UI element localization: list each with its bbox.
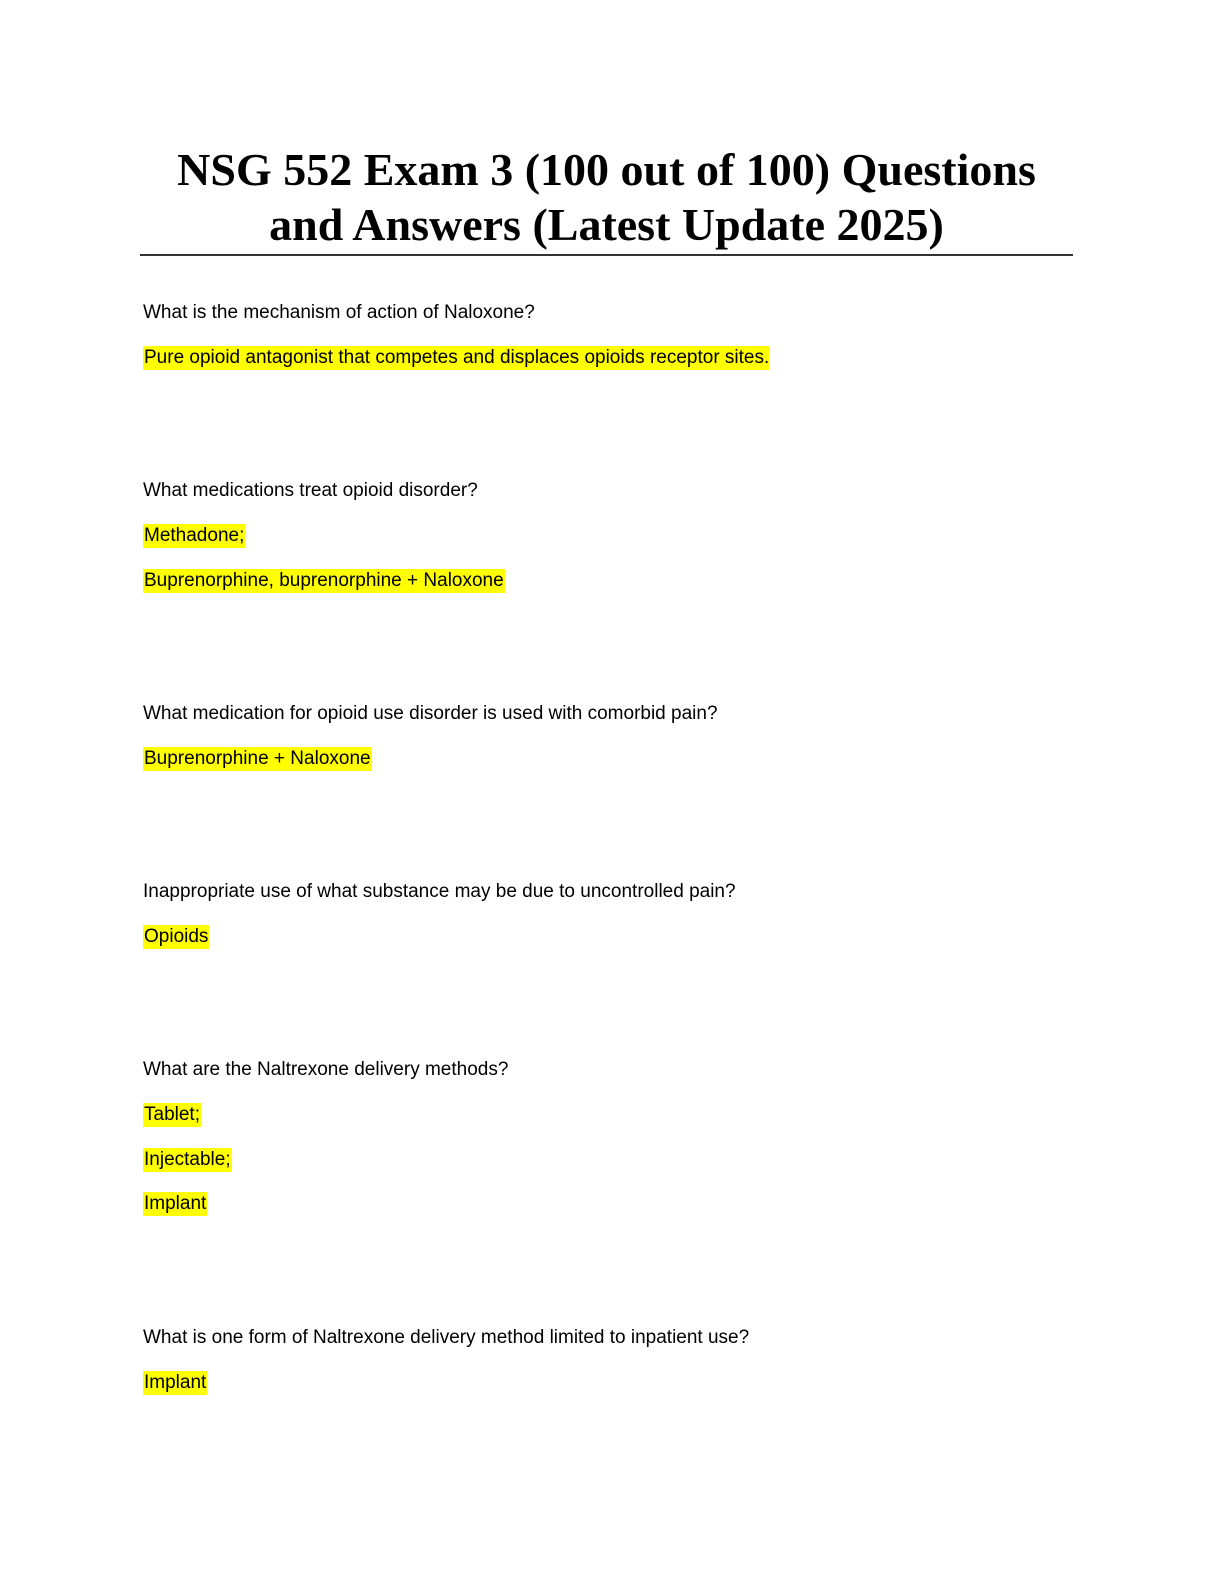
answer: Pure opioid antagonist that competes and… [143, 346, 771, 370]
question: What is the mechanism of action of Nalox… [143, 302, 535, 323]
answer: Implant [143, 1192, 208, 1216]
answer: Opioids [143, 925, 210, 949]
answer: Methadone; [143, 524, 246, 548]
answer: Implant [143, 1371, 208, 1395]
document-title: NSG 552 Exam 3 (100 out of 100) Question… [140, 142, 1073, 256]
answer: Tablet; [143, 1103, 201, 1127]
answer: Injectable; [143, 1148, 232, 1172]
answer: Buprenorphine + Naloxone [143, 747, 372, 771]
question: What medications treat opioid disorder? [143, 480, 478, 501]
question: What medication for opioid use disorder … [143, 703, 718, 724]
answer: Buprenorphine, buprenorphine + Naloxone [143, 569, 505, 593]
question: What is one form of Naltrexone delivery … [143, 1327, 750, 1348]
question: What are the Naltrexone delivery methods… [143, 1059, 509, 1080]
question: Inappropriate use of what substance may … [143, 881, 736, 902]
